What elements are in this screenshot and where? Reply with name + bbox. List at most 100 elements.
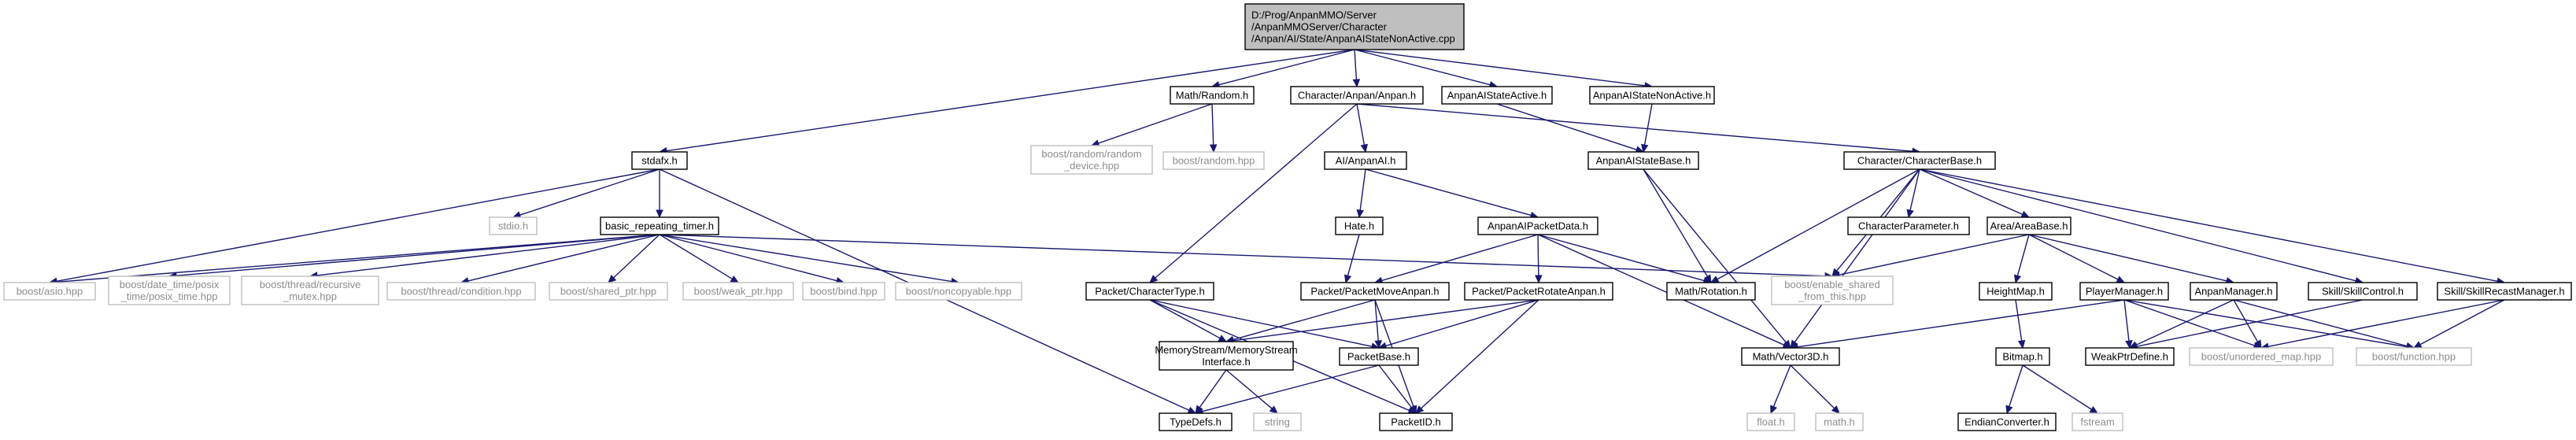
node-random-device: boost/random/random_device.hpp xyxy=(1030,145,1153,175)
node-vector3d[interactable]: Math/Vector3D.h xyxy=(1741,347,1840,366)
node-box xyxy=(1815,412,1864,431)
arrowhead xyxy=(1360,143,1369,153)
node-box xyxy=(1170,86,1255,105)
node-label: boost/function.hpp xyxy=(2372,351,2456,363)
arrowhead xyxy=(2020,210,2031,218)
node-anpan-mgr[interactable]: AnpanManager.h xyxy=(2190,282,2278,301)
node-move-anpan[interactable]: Packet/PacketMoveAnpan.h xyxy=(1300,282,1450,301)
edge-root-to-state_active xyxy=(1354,49,1491,86)
node-box xyxy=(1244,3,1465,50)
node-skill-recast[interactable]: Skill/SkillRecastManager.h xyxy=(2437,282,2572,301)
node-box xyxy=(1324,151,1407,170)
arrowhead xyxy=(1783,339,1791,349)
node-box xyxy=(1335,216,1384,235)
node-label: TypeDefs.h xyxy=(1170,416,1221,428)
node-box xyxy=(1666,282,1756,301)
arrowhead xyxy=(1187,406,1197,414)
node-box xyxy=(1464,282,1613,301)
edge-area_base-to-heightmap xyxy=(2016,234,2030,276)
arrowhead xyxy=(1408,405,1417,414)
node-heightmap[interactable]: HeightMap.h xyxy=(1979,282,2053,301)
node-state-base[interactable]: AnpanAIStateBase.h xyxy=(1587,151,1699,170)
node-label: Interface.h xyxy=(1202,356,1250,368)
node-char-param[interactable]: CharacterParameter.h xyxy=(1847,216,1970,235)
node-label: basic_repeating_timer.h xyxy=(605,220,714,232)
node-boost-random: boost/random.hpp xyxy=(1162,151,1265,170)
edge-rotate_anpan-to-packet_base xyxy=(1385,299,1539,347)
edge-char_base-to-rotation xyxy=(1717,168,1920,280)
node-unordered-map: boost/unordered_map.hpp xyxy=(2189,347,2334,366)
node-packet-id[interactable]: PacketID.h xyxy=(1379,412,1453,431)
edge-timer-to-posix_time xyxy=(176,234,660,276)
node-box xyxy=(1253,412,1302,431)
arrowhead xyxy=(1640,143,1649,153)
node-weakptr-define[interactable]: WeakPtrDefine.h xyxy=(2085,347,2175,366)
node-label: boost/unordered_map.hpp xyxy=(2201,351,2322,363)
node-state-nonactive[interactable]: AnpanAIStateNonActive.h xyxy=(1589,86,1715,105)
node-box xyxy=(1847,216,1970,235)
node-stdafx[interactable]: stdafx.h xyxy=(631,151,688,170)
node-char-type[interactable]: Packet/CharacterType.h xyxy=(1085,282,1214,301)
node-rotation[interactable]: Math/Rotation.h xyxy=(1666,282,1756,301)
node-timer[interactable]: basic_repeating_timer.h xyxy=(600,216,719,235)
edge-root-to-stdafx xyxy=(666,49,1355,152)
node-player-mgr[interactable]: PlayerManager.h xyxy=(2079,282,2169,301)
node-label: AnpanAIStateActive.h xyxy=(1447,90,1547,102)
node-char-base[interactable]: Character/CharacterBase.h xyxy=(1843,151,1996,170)
node-box xyxy=(1771,275,1894,305)
node-box xyxy=(1441,86,1553,105)
edge-state_nonactive-to-state_base xyxy=(1643,103,1653,146)
edge-timer-to-condition xyxy=(468,234,660,282)
arrowhead xyxy=(1906,209,1914,219)
edge-state_base-to-vector3d xyxy=(1643,168,1787,343)
node-label: /AnpanMMOServer/Character xyxy=(1251,21,1388,33)
edge-packet_base-to-typedefs xyxy=(1202,364,1380,412)
node-box xyxy=(631,151,688,170)
node-root[interactable]: D:/Prog/AnpanMMO/Server/AnpanMMOServer/C… xyxy=(1244,3,1465,50)
edge-math_random-to-boost_random xyxy=(1211,103,1214,146)
node-box xyxy=(1843,151,1996,170)
node-label: stdafx.h xyxy=(641,155,678,167)
arrowhead xyxy=(1770,405,1778,415)
edge-rotate_anpan-to-packet_id xyxy=(1421,299,1539,409)
node-rotate-anpan[interactable]: Packet/PacketRotateAnpan.h xyxy=(1464,282,1613,301)
node-box xyxy=(895,282,1022,301)
arrowhead xyxy=(2412,341,2423,349)
arrowhead xyxy=(1704,274,1712,284)
node-box xyxy=(1587,151,1699,170)
node-hate[interactable]: Hate.h xyxy=(1335,216,1384,235)
node-state-active[interactable]: AnpanAIStateActive.h xyxy=(1441,86,1553,105)
node-area-base[interactable]: Area/AreaBase.h xyxy=(1987,216,2072,235)
node-endian[interactable]: EndianConverter.h xyxy=(1957,412,2057,431)
node-anpan-h[interactable]: Character/Anpan/Anpan.h xyxy=(1290,86,1424,105)
node-weak-ptr: boost/weak_ptr.hpp xyxy=(682,282,794,301)
node-label: AI/AnpanAI.h xyxy=(1336,155,1396,167)
node-ai-anpanai[interactable]: AI/AnpanAI.h xyxy=(1324,151,1407,170)
edge-anpan_h-to-char_base xyxy=(1356,103,1913,152)
edge-ai_anpanai-to-hate xyxy=(1359,168,1366,211)
arrowhead xyxy=(2005,405,2013,415)
edge-anpan_mgr-to-unordered_map xyxy=(2233,299,2259,342)
node-label: Packet/CharacterType.h xyxy=(1095,286,1204,298)
node-math-h: math.h xyxy=(1815,412,1864,431)
arrowhead xyxy=(1269,405,1278,414)
node-bitmap[interactable]: Bitmap.h xyxy=(1995,347,2050,366)
edge-ai_anpanai-to-packet_data xyxy=(1365,168,1532,216)
edge-packet_data-to-move_anpan xyxy=(1381,234,1539,282)
node-label: AnpanAIStateNonActive.h xyxy=(1593,90,1711,102)
node-label: D:/Prog/AnpanMMO/Server xyxy=(1251,9,1377,21)
node-packet-base[interactable]: PacketBase.h xyxy=(1339,347,1419,366)
node-box xyxy=(2190,282,2278,301)
edge-char_type-to-packet_base xyxy=(1149,299,1373,347)
node-label: Math/Random.h xyxy=(1176,90,1249,102)
node-math-random[interactable]: Math/Random.h xyxy=(1170,86,1255,105)
node-box xyxy=(1957,412,2057,431)
arrowhead xyxy=(730,275,740,283)
node-label: Bitmap.h xyxy=(2002,351,2042,363)
node-skill-control[interactable]: Skill/SkillControl.h xyxy=(2308,282,2418,301)
node-typedefs[interactable]: TypeDefs.h xyxy=(1159,412,1233,431)
node-label: boost/bind.hpp xyxy=(810,286,877,298)
node-packet-data[interactable]: AnpanAIPacketData.h xyxy=(1477,216,1598,235)
node-label: Packet/PacketMoveAnpan.h xyxy=(1310,286,1439,298)
